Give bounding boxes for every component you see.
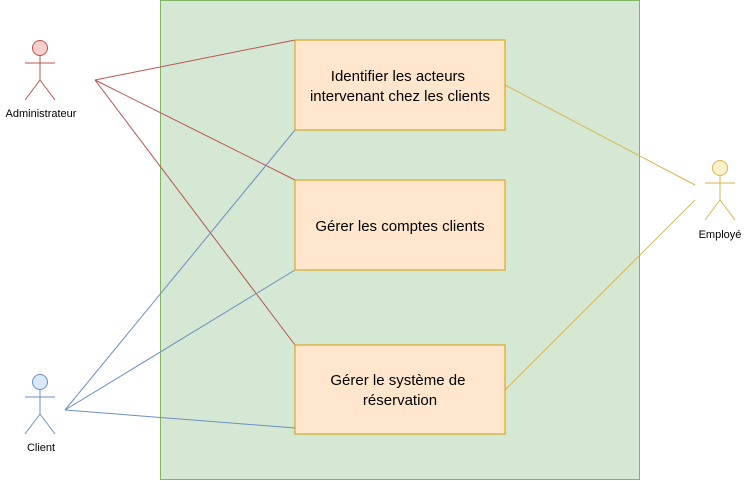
actor-administrateur[interactable]	[24, 40, 56, 101]
actor-leg-left	[704, 199, 721, 221]
assoc-client-uc3	[64, 409, 296, 429]
actor-label-client: Client	[27, 442, 55, 454]
use-case-text-line: Gérer le système de	[330, 372, 465, 389]
associations	[64, 39, 696, 429]
assoc-admin-uc1	[94, 39, 296, 81]
actor-client[interactable]	[24, 374, 56, 435]
use-case-gerer-reservation[interactable]: Gérer le système de réservation	[294, 344, 506, 435]
assoc-client-uc2	[64, 269, 296, 411]
svg-text:Gérer les comptes clients: Gérer les comptes clients	[315, 218, 484, 235]
assoc-employe-uc1	[504, 84, 696, 186]
actor-leg-left	[24, 413, 41, 435]
assoc-admin-uc3	[94, 79, 296, 346]
use-case-gerer-comptes[interactable]: Gérer les comptes clients	[294, 179, 506, 271]
use-case-text-line: Gérer les comptes clients	[315, 218, 484, 235]
assoc-admin-uc2	[94, 79, 296, 181]
svg-text:Gérer le système de rése: Gérer le système de réservation	[330, 372, 469, 409]
assoc-client-uc1	[64, 129, 296, 411]
use-case-box	[294, 179, 506, 271]
actor-leg-right	[39, 79, 56, 101]
use-case-identifier-acteurs[interactable]: Identifier les acteurs intervenant chez …	[294, 39, 506, 131]
use-case-text-line: Identifier les acteurs	[331, 68, 465, 85]
use-case-text-line: intervenant chez les clients	[310, 88, 490, 105]
use-case-text-line: réservation	[363, 392, 437, 409]
actor-leg-left	[24, 79, 41, 101]
actor-head	[32, 40, 48, 56]
actor-leg-right	[39, 413, 56, 435]
use-case-box	[294, 344, 506, 435]
actor-leg-right	[719, 199, 736, 221]
actor-head	[712, 160, 728, 176]
assoc-employe-uc3	[504, 199, 696, 391]
use-case-box	[294, 39, 506, 131]
actor-label-administrateur: Administrateur	[6, 108, 77, 120]
actor-label-employe: Employé	[699, 229, 742, 241]
actor-head	[32, 374, 48, 390]
actor-employe[interactable]	[704, 160, 736, 221]
svg-text:Identifier les acteurs i: Identifier les acteurs intervenant chez …	[310, 68, 490, 105]
